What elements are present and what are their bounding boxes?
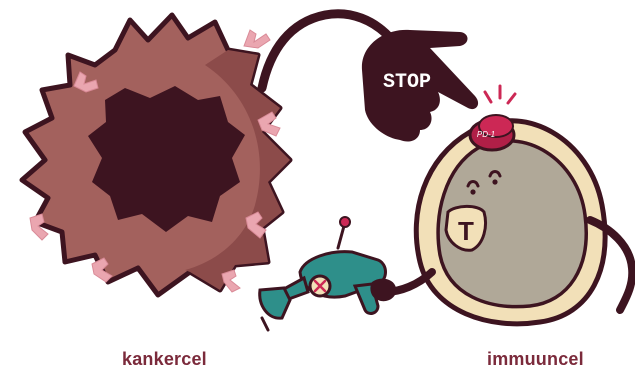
- alarm-line-right: [508, 94, 515, 103]
- alarm-line-left: [485, 92, 491, 102]
- stop-hand: STOP: [362, 30, 478, 142]
- stop-text: STOP: [383, 71, 431, 94]
- immune-cell-caption: immuuncel: [487, 349, 584, 370]
- cancer-cell-caption: kankercel: [122, 349, 207, 370]
- right-pupil: [492, 179, 497, 184]
- receptor-bottom-right: [222, 270, 240, 292]
- gun-muzzle: [260, 288, 290, 318]
- antenna-ball: [340, 217, 350, 227]
- left-pupil: [470, 189, 475, 194]
- t-cell-letter: T: [458, 216, 474, 246]
- pd1-receptor: PD-1: [470, 86, 515, 150]
- gun-muzzle-tip: [262, 318, 268, 330]
- immune-cell: T: [385, 121, 632, 324]
- cancer-cell: [22, 15, 290, 295]
- pd1-label: PD-1: [477, 130, 495, 139]
- antenna-stem: [338, 226, 344, 248]
- ray-gun: [260, 217, 396, 330]
- receptor-top: [244, 30, 270, 48]
